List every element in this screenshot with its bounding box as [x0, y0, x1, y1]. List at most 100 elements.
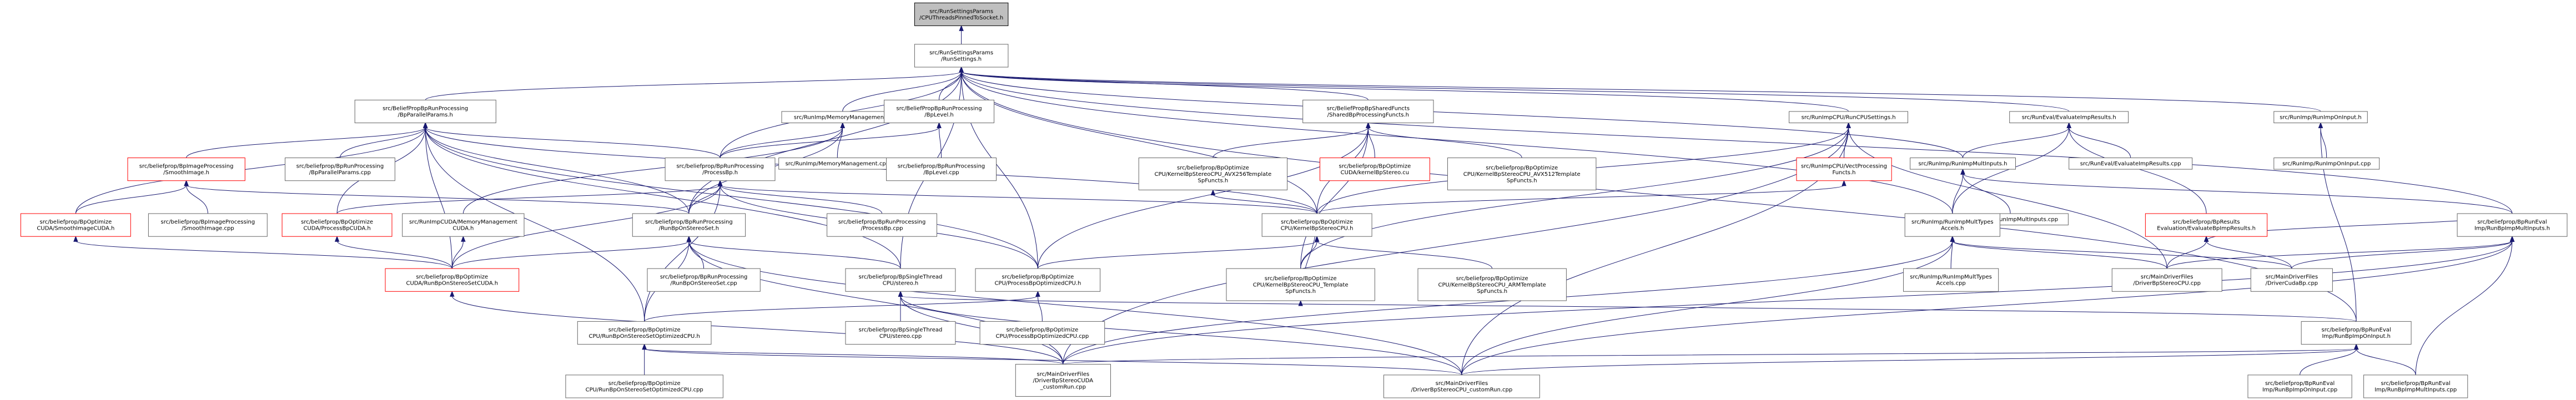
dependency-edge [425, 71, 962, 100]
graph-node[interactable]: src/beliefprop/BpOptimizeCPU/KernelBpSte… [1261, 213, 1372, 237]
node-label: /BpLevel.h [924, 112, 954, 118]
graph-node[interactable]: src/beliefprop/BpOptimizeCPU/ProcessBpOp… [975, 268, 1101, 292]
graph-node[interactable]: src/MainDriverFiles/DriverBpStereoCPU_cu… [1383, 374, 1540, 398]
node-box [1903, 268, 1999, 292]
node-box [845, 321, 956, 345]
node-box [827, 213, 937, 237]
graph-node[interactable]: src/beliefprop/BpRunEvalImp/RunBpImpMult… [2457, 213, 2568, 237]
dependency-edge [451, 185, 721, 269]
graph-node[interactable]: src/beliefprop/BpOptimizeCPU/RunBpOnSter… [565, 374, 723, 398]
node-label: /DriverBpStereoCPU_customRun.cpp [1411, 387, 1513, 393]
graph-node[interactable]: src/beliefprop/BpOptimizeCPU/ProcessBpOp… [979, 321, 1105, 345]
graph-node[interactable]: src/BeliefPropBpSharedFuncts/SharedBpPro… [1302, 99, 1434, 124]
node-label: /RunSettings.h [941, 56, 982, 62]
graph-node[interactable]: src/beliefprop/BpResultsEvaluation/Evalu… [2145, 213, 2268, 237]
graph-node[interactable]: src/beliefprop/BpRunProcessing/BpLevel.c… [886, 158, 997, 181]
node-label: /BpParallelParams.cpp [309, 170, 371, 176]
node-box [281, 213, 393, 237]
node-label: src/BeliefPropBpSharedFuncts [1327, 105, 1410, 112]
edge-arrowhead [73, 235, 78, 242]
node-label: src/BeliefPropBpRunProcessing [383, 105, 468, 112]
graph-node[interactable]: src/RunEval/EvaluateImpResults.h [2009, 111, 2129, 123]
dependency-edge [2069, 127, 2207, 214]
node-label: src/RunImp/RunImpMultInputs.h [1918, 161, 2007, 167]
node-label: src/beliefprop/BpRunEval [2381, 381, 2451, 387]
dependency-edge [1848, 127, 2167, 269]
node-label: src/beliefprop/BpSingleThread [859, 274, 943, 280]
graph-node[interactable]: src/beliefprop/BpOptimizeCUDA/kernelBpSt… [1320, 158, 1430, 181]
graph-node[interactable]: src/BeliefPropBpRunProcessing/BpLevel.h [884, 99, 994, 124]
graph-node[interactable]: src/MainDriverFiles/DriverBpStereoCPU.cp… [2111, 268, 2222, 292]
graph-node[interactable]: src/RunImp/MemoryManagement.cpp [778, 158, 897, 170]
dependency-edge [1316, 185, 1844, 214]
node-label: /BpLevel.cpp [923, 170, 959, 176]
graph-node[interactable]: src/beliefprop/BpOptimizeCUDA/ProcessBpC… [281, 213, 393, 237]
node-label: CUDA/kernelBpStereo.cu [1341, 170, 1409, 176]
dependency-edge [688, 240, 901, 269]
graph-node[interactable]: src/beliefprop/BpRunProcessing/ProcessBp… [827, 213, 937, 237]
graph-node[interactable]: src/RunImp/RunImpOnInput.cpp [2273, 158, 2380, 170]
graph-node[interactable]: src/RunImp/RunImpOnInput.h [2273, 111, 2368, 123]
node-label: SpFuncts.h [1507, 178, 1537, 184]
graph-node[interactable]: src/beliefprop/BpSingleThreadCPU/stereo.… [845, 268, 956, 292]
graph-node[interactable]: src/BeliefPropBpRunProcessing/BpParallel… [354, 99, 496, 124]
graph-node[interactable]: src/beliefprop/BpRunProcessing/ProcessBp… [665, 158, 776, 181]
node-label: src/RunImp/MemoryManagement.cpp [786, 161, 889, 167]
graph-node[interactable]: src/beliefprop/BpImageProcessing/SmoothI… [148, 213, 268, 237]
graph-node[interactable]: src/RunImp/RunImpMultInputs.h [1910, 158, 2016, 170]
edge-arrowhead [334, 235, 340, 242]
edge-arrowhead [898, 290, 903, 297]
graph-node[interactable]: src/beliefprop/BpImageProcessing/SmoothI… [127, 158, 245, 181]
node-label: src/beliefprop/BpOptimize [608, 327, 681, 333]
graph-node[interactable]: src/beliefprop/BpRunEvalImp/RunBpImpOnIn… [2301, 321, 2412, 345]
node-label: src/beliefprop/BpRunProcessing [676, 164, 764, 170]
dependency-edge [451, 240, 690, 269]
graph-node[interactable]: src/beliefprop/BpOptimizeCUDA/RunBpOnSte… [385, 268, 520, 292]
dependency-edge [1367, 127, 1522, 158]
graph-node[interactable]: src/beliefprop/BpOptimizeCPU/KernelBpSte… [1447, 158, 1597, 190]
dependency-edge [900, 296, 1462, 375]
graph-node[interactable]: src/MainDriverFiles/DriverCudaBp.cpp [2250, 268, 2333, 292]
node-label: src/RunImp/RunImpMultTypes [1910, 274, 1992, 280]
graph-node[interactable]: src/beliefprop/BpRunEvalImp/RunBpImpOnIn… [2247, 374, 2352, 398]
dependency-edge [1063, 241, 1953, 364]
edge-arrowhead [2066, 122, 2071, 128]
node-label: src/beliefprop/BpRunProcessing [660, 274, 748, 280]
graph-node[interactable]: src/beliefprop/BpOptimizeCPU/KernelBpSte… [1417, 268, 1567, 301]
dependency-edge [451, 241, 464, 269]
graph-node[interactable]: src/beliefprop/BpRunEvalImp/RunBpImpMult… [2363, 374, 2468, 398]
node-label: src/beliefprop/BpOptimize [1002, 274, 1074, 280]
node-box [1226, 268, 1375, 301]
node-label: Imp/RunBpImpMultInputs.h [2474, 226, 2550, 232]
graph-node[interactable]: src/beliefprop/BpSingleThreadCPU/stereo.… [845, 321, 956, 345]
node-label: Imp/RunBpImpMultInputs.cpp [2374, 387, 2457, 393]
graph-node[interactable]: src/beliefprop/BpRunProcessing/BpParalle… [285, 158, 395, 181]
node-box [2273, 111, 2368, 123]
graph-node[interactable]: src/MainDriverFiles/DriverBpStereoCUDA_c… [1015, 364, 1111, 397]
graph-node[interactable]: src/RunSettingsParams/RunSettings.h [914, 44, 1009, 68]
graph-node[interactable]: src/beliefprop/BpOptimizeCPU/RunBpOnSter… [577, 321, 712, 345]
node-box [1417, 268, 1567, 301]
graph-node[interactable]: src/beliefprop/BpOptimizeCPU/KernelBpSte… [1138, 158, 1288, 190]
graph-node[interactable]: src/RunImpCPU/RunCPUSettings.h [1789, 111, 1909, 123]
graph-node[interactable]: src/beliefprop/BpOptimizeCPU/KernelBpSte… [1226, 268, 1375, 301]
dependency-edge [425, 127, 452, 269]
node-label: /ProcessBp.cpp [861, 226, 903, 232]
dependency-edge [1952, 127, 2070, 214]
graph-node[interactable]: src/RunEval/EvaluateImpResults.cpp [2069, 158, 2193, 170]
node-label: src/RunImpCUDA/MemoryManagement [409, 219, 517, 225]
graph-node[interactable]: src/beliefprop/BpRunProcessing/RunBpOnSt… [647, 268, 761, 292]
node-box [1302, 99, 1434, 124]
dependency-edge [688, 241, 1462, 375]
node-box [2457, 213, 2568, 237]
dependency-edge [2206, 241, 2292, 269]
dependency-edge [1212, 127, 1368, 158]
dependency-edge [1037, 240, 1317, 269]
graph-node[interactable]: src/beliefprop/BpOptimizeCUDA/SmoothImag… [20, 213, 131, 237]
graph-node[interactable]: src/beliefprop/BpRunProcessing/RunBpOnSt… [632, 213, 746, 237]
node-label: Functs.h [1832, 170, 1855, 176]
